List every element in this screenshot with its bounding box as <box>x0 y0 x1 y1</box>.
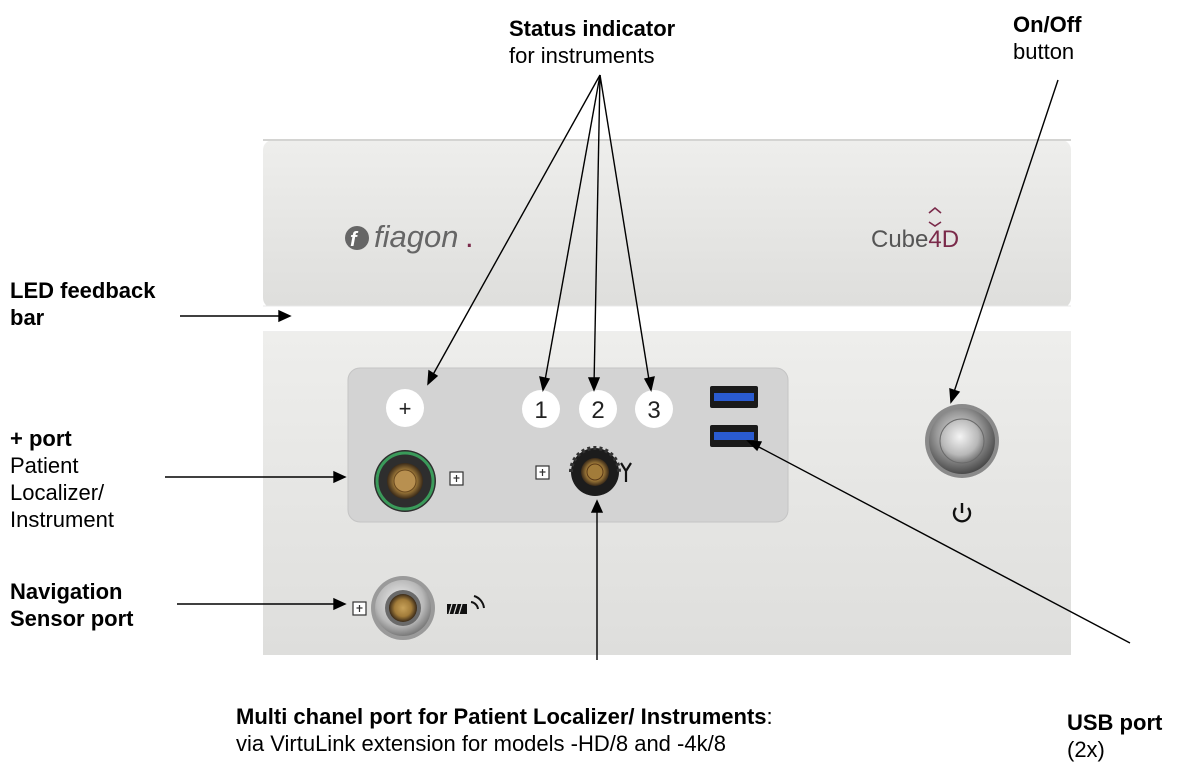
svg-text:+: + <box>399 396 412 421</box>
plus-port-connector <box>374 450 464 512</box>
power-button <box>925 404 999 478</box>
antenna-icon <box>620 462 632 482</box>
cube4d-logo: Cube4D <box>871 206 959 253</box>
status-indicator-3: 3 <box>635 390 673 428</box>
multi-channel-port-connector <box>535 446 632 496</box>
usb-port-bottom <box>710 425 758 447</box>
device-top-section <box>263 140 1071 308</box>
navigation-sensor-port-connector <box>352 576 485 640</box>
brand-name: fiagon <box>374 219 458 254</box>
plus-badge: + <box>386 389 424 427</box>
usb-port-label: USB port (2x) <box>1067 710 1163 762</box>
svg-text:Cube4D: Cube4D <box>871 226 959 253</box>
power-icon <box>952 503 972 523</box>
status-indicator-label: Status indicator for instruments <box>509 16 676 68</box>
plus-port-label: + port Patient Localizer/ Instrument <box>10 426 114 532</box>
cube-icon <box>928 206 942 227</box>
led-feedback-bar-label: LED feedback bar <box>10 278 156 330</box>
multi-channel-port-label: Multi chanel port for Patient Localizer/… <box>236 704 773 756</box>
usb-port-top <box>710 386 758 408</box>
led-feedback-bar <box>263 306 1071 332</box>
status-indicator-2: 2 <box>579 390 617 428</box>
callout-arrows <box>165 74 1131 660</box>
navigation-sensor-port-label: Navigation Sensor port <box>10 579 134 631</box>
sensor-icon <box>447 595 485 615</box>
on-off-label: On/Off button <box>1013 12 1082 64</box>
fiagon-logo: f fiagon . <box>345 219 474 254</box>
svg-text:3: 3 <box>647 397 660 424</box>
svg-text:1: 1 <box>534 397 547 424</box>
svg-text:2: 2 <box>591 397 604 424</box>
svg-text:f: f <box>350 229 359 251</box>
status-indicator-1: 1 <box>522 390 560 428</box>
brand-dot: . <box>465 219 474 254</box>
